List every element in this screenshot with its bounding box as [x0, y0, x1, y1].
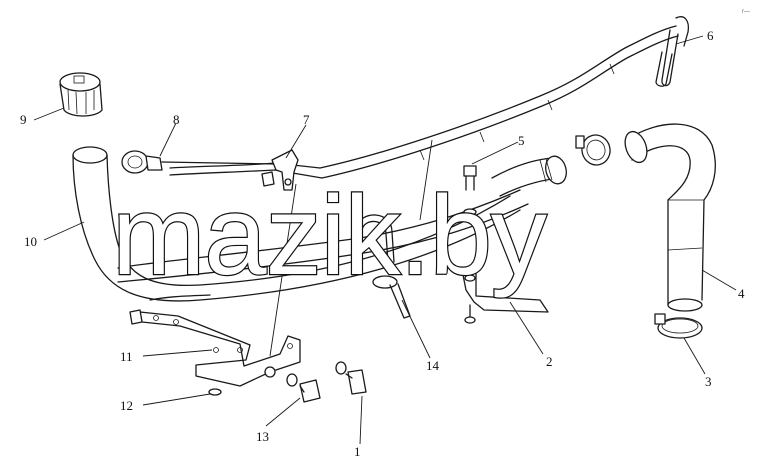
callout-4: 4 — [738, 286, 745, 301]
watermark: mazik.by — [112, 173, 547, 298]
callout-8: 8 — [173, 112, 180, 127]
part-3-hose-clamp — [654, 313, 703, 339]
callout-3: 3 — [705, 374, 712, 389]
part-2-bracket — [461, 269, 549, 324]
callout-9: 9 — [20, 112, 27, 127]
part-11-lower-bracket — [129, 309, 301, 396]
callout-10: 10 — [24, 234, 37, 249]
leader-lines — [33, 35, 737, 445]
corner-mark: r— — [742, 9, 750, 15]
callout-6: 6 — [707, 28, 714, 43]
callout-5: 5 — [518, 133, 525, 148]
callout-12: 12 — [120, 398, 133, 413]
part-10-filler-tube — [72, 146, 521, 302]
callout-1: 1 — [354, 444, 361, 459]
part-1-bolt — [335, 361, 367, 395]
part-4-elbow-hose — [624, 123, 716, 312]
callout-11: 11 — [120, 349, 133, 364]
upper-clamp — [575, 134, 611, 166]
callout-13: 13 — [256, 429, 269, 444]
part-13-bolt — [286, 373, 321, 403]
part-6-tube-end — [655, 51, 673, 87]
part-9-filler-cap — [59, 72, 103, 117]
part-7-clip — [261, 149, 299, 191]
callout-2: 2 — [546, 354, 553, 369]
part-14-grommet — [355, 214, 411, 319]
callout-14: 14 — [426, 358, 440, 373]
connector-pipe — [491, 155, 567, 197]
callout-labels: 1 2 3 4 5 6 7 8 9 10 11 12 13 14 — [20, 28, 745, 459]
callout-7: 7 — [303, 112, 310, 127]
part-8-dipstick — [121, 150, 276, 174]
part-5-bolt — [463, 165, 477, 216]
